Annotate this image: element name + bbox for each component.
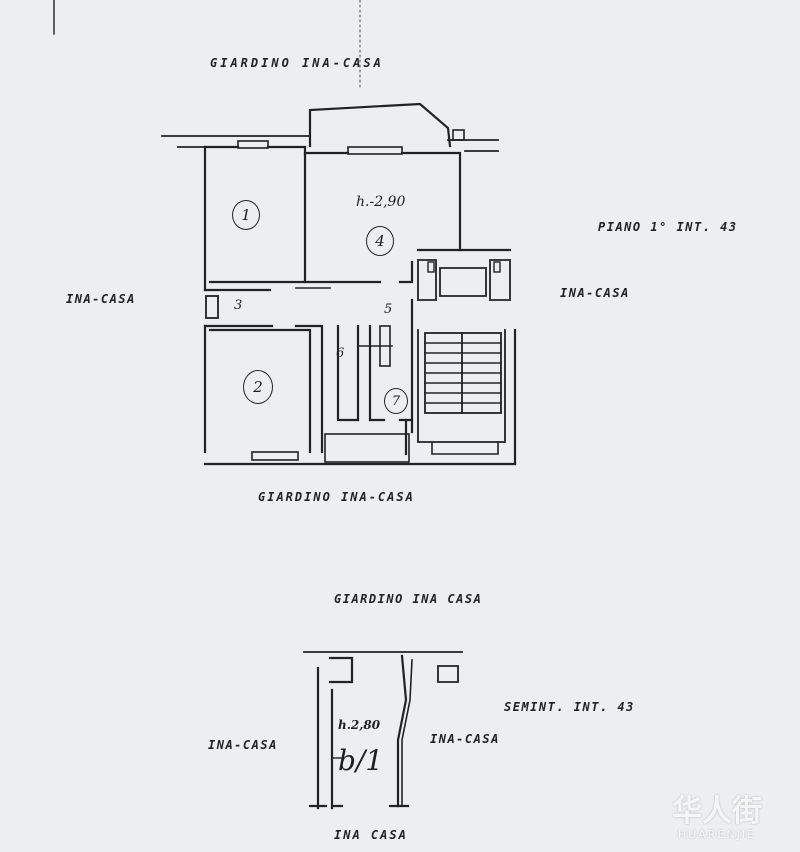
watermark-logo: 华人街 (672, 794, 762, 829)
outer-wall (303, 151, 462, 252)
room-number-3: 3 (234, 298, 243, 313)
site-watermark: 华人街 HUARENJIE (642, 796, 792, 846)
label-left-neighbour: INA-CASA (66, 292, 136, 306)
closet-block (205, 295, 219, 319)
cellar-unit-id: b/1 (338, 744, 384, 777)
cellar-wall (437, 665, 459, 683)
wall-bath (336, 324, 360, 422)
cellar-wall (328, 656, 354, 684)
label-cellar-left: INA-CASA (208, 738, 278, 752)
cellar-height-note: h.2,80 (338, 718, 381, 732)
elevator-shaft (416, 248, 512, 301)
room-number-1: 1 (232, 200, 260, 230)
staircase (417, 329, 506, 455)
room-number-7: 7 (384, 388, 408, 414)
label-cellar-top-garden: GIARDINO INA CASA (334, 592, 483, 606)
window (251, 451, 299, 461)
label-bottom-garden: GIARDINO INA-CASA (258, 490, 415, 504)
window (237, 140, 269, 149)
label-top-garden: GIARDINO INA-CASA (210, 56, 384, 70)
wall-bedroom-2 (208, 328, 312, 454)
label-right-neighbour: INA-CASA (560, 286, 630, 300)
window (324, 433, 410, 463)
label-cellar-floor-info: SEMINT. INT. 43 (504, 700, 635, 714)
main-plan (161, 102, 517, 466)
height-note: h.-2,90 (356, 194, 406, 210)
room-number-6: 6 (336, 346, 345, 361)
label-cellar-bottom: INA CASA (334, 828, 408, 842)
label-cellar-right: INA-CASA (430, 732, 500, 746)
terrace (308, 102, 452, 148)
wall-living (303, 260, 414, 284)
room-number-4: 4 (366, 226, 394, 256)
cellar-wall (401, 659, 413, 807)
label-floor-info: PIANO 1° INT. 43 (598, 220, 738, 234)
watermark-text: HUARENJIE (677, 828, 757, 841)
room-number-5: 5 (384, 302, 393, 317)
terrace-post (452, 129, 465, 141)
window (347, 146, 403, 155)
room-number-2: 2 (243, 370, 273, 404)
wall-bath (356, 324, 372, 422)
wall-closet (203, 288, 274, 328)
cellar-plan (303, 651, 463, 810)
cellar-wall (396, 654, 408, 808)
